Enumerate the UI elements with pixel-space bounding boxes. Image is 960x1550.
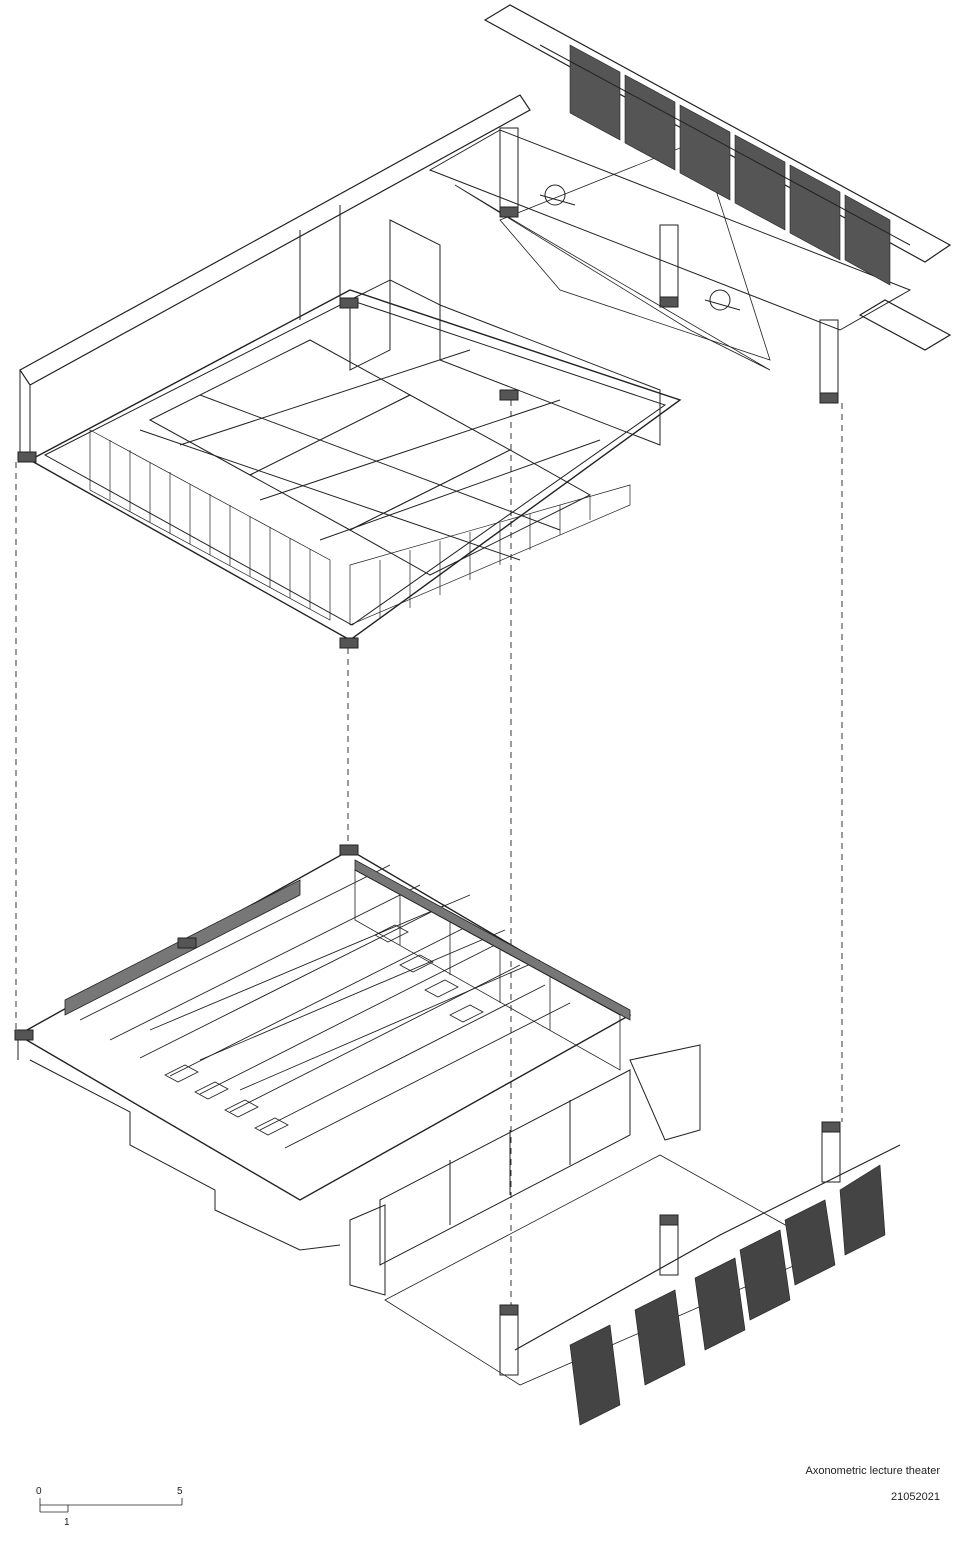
floor-plate-outline — [16, 849, 632, 1201]
scale-label-end: 5 — [177, 1486, 183, 1497]
upper-inner-walls — [299, 205, 661, 446]
ceiling-fan-icon — [709, 289, 731, 311]
drawing-date: 21052021 — [891, 1491, 940, 1503]
louvred-facade-lower — [514, 1144, 901, 1426]
scale-label-start: 0 — [36, 1486, 42, 1497]
lower-columns — [14, 844, 841, 1376]
acoustic-wall-panels — [89, 429, 631, 626]
roof-ceiling-assembly — [17, 4, 952, 649]
floor-seating-assembly — [14, 844, 901, 1426]
lower-side-walls — [64, 859, 631, 1071]
aisle-steps — [164, 924, 484, 1136]
lower-lobby-walls — [349, 1044, 701, 1296]
drawing-title: Axonometric lecture theater — [805, 1465, 940, 1477]
ceiling-fan-icon — [544, 184, 566, 206]
projection-lines — [15, 400, 843, 1305]
louvred-facade-upper — [483, 4, 952, 351]
ceiling-perimeter — [28, 289, 682, 641]
roof-columns — [499, 127, 839, 404]
ceiling-coffers — [139, 339, 601, 576]
scale-label-unit: 1 — [64, 1517, 70, 1528]
roof-slab-edge — [19, 94, 531, 386]
scale-bar — [39, 1498, 183, 1513]
seating-tiers — [79, 864, 571, 1149]
